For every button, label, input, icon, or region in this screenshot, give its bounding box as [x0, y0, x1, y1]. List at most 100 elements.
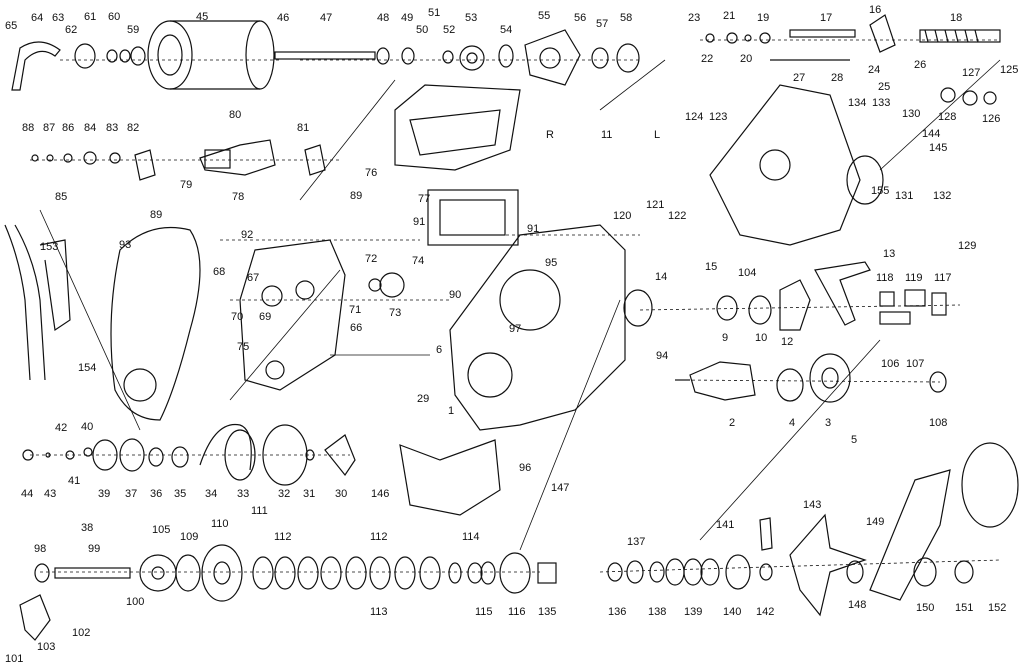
- label-53: 53: [465, 12, 477, 24]
- label-140: 140: [723, 606, 741, 618]
- label-142: 142: [756, 606, 774, 618]
- label-12: 12: [781, 336, 793, 348]
- label-112: 112: [274, 531, 292, 543]
- label-148: 148: [848, 599, 866, 611]
- small-parts-left: [31, 151, 121, 165]
- label-76: 76: [365, 167, 377, 179]
- label-143: 143: [803, 499, 821, 511]
- label-119: 119: [905, 272, 923, 284]
- label-113: 113: [370, 606, 388, 618]
- gears-left-middle: [261, 272, 653, 327]
- part-101-103: [19, 594, 51, 641]
- label-93: 93: [119, 239, 131, 251]
- label-71: 71: [349, 304, 361, 316]
- label-88: 88: [22, 122, 34, 134]
- label-66: 66: [350, 322, 362, 334]
- label-115: 115: [475, 606, 493, 618]
- label-107: 107: [906, 358, 924, 370]
- label-47: 47: [320, 12, 332, 24]
- springs-118-119: [879, 289, 926, 325]
- label-51: 51: [428, 7, 440, 19]
- label-67: 67: [247, 272, 259, 284]
- label-87: 87: [43, 122, 55, 134]
- label-74: 74: [412, 255, 424, 267]
- label-72: 72: [365, 253, 377, 265]
- label-31: 31: [303, 488, 315, 500]
- label-54: 54: [500, 24, 512, 36]
- label-111: 111: [251, 505, 268, 517]
- label-62: 62: [65, 24, 77, 36]
- label-125: 125: [1000, 64, 1018, 76]
- bottom-plate-146: [399, 439, 501, 516]
- right-side-plate-155: [709, 84, 884, 246]
- label-40: 40: [81, 421, 93, 433]
- label-36: 36: [150, 488, 162, 500]
- label-15: 15: [705, 261, 717, 273]
- label-5: 5: [851, 434, 857, 446]
- leader-lines: [39, 59, 1001, 551]
- label-135: 135: [538, 606, 556, 618]
- label-9: 9: [722, 332, 728, 344]
- label-63: 63: [52, 12, 64, 24]
- label-26: 26: [914, 59, 926, 71]
- label-20: 20: [740, 53, 752, 65]
- label-83: 83: [106, 122, 118, 134]
- label-108: 108: [929, 417, 947, 429]
- label-42: 42: [55, 422, 67, 434]
- label-144: 144: [922, 128, 940, 140]
- lever-13: [814, 261, 871, 326]
- small-bearings-top: [74, 43, 640, 73]
- end-cap-3: [809, 353, 851, 403]
- label-103: 103: [37, 641, 55, 653]
- worm-shaft-18: [919, 29, 1001, 43]
- label-106: 106: [881, 358, 899, 370]
- label-139: 139: [684, 606, 702, 618]
- pawl-16: [869, 14, 896, 53]
- label-126: 126: [982, 113, 1000, 125]
- label-61: 61: [84, 11, 96, 23]
- label-34: 34: [205, 488, 217, 500]
- label-37: 37: [125, 488, 137, 500]
- label-117: 117: [934, 272, 952, 284]
- label-65: 65: [5, 20, 17, 32]
- label-91: 91: [413, 216, 425, 228]
- bearings-9-10: [716, 295, 772, 325]
- label-70: 70: [231, 311, 243, 323]
- label-152: 152: [988, 602, 1006, 614]
- label-129: 129: [958, 240, 976, 252]
- label-130: 130: [902, 108, 920, 120]
- label-28: 28: [831, 72, 843, 84]
- shaft-17: [770, 29, 856, 61]
- label-49: 49: [401, 12, 413, 24]
- label-33: 33: [237, 488, 249, 500]
- label-141: 141: [716, 519, 734, 531]
- label-29: 29: [417, 393, 429, 405]
- label-24: 24: [868, 64, 880, 76]
- label-44: 44: [21, 488, 33, 500]
- label-154: 154: [78, 362, 96, 374]
- label-21: 21: [723, 10, 735, 22]
- label-48: 48: [377, 12, 389, 24]
- label-150: 150: [916, 602, 934, 614]
- label-10: 10: [755, 332, 767, 344]
- label-6: 6: [436, 344, 442, 356]
- label-32: 32: [278, 488, 290, 500]
- label-18: 18: [950, 12, 962, 24]
- label-41: 41: [68, 475, 80, 487]
- frame-cover-76: [394, 84, 521, 171]
- label-13: 13: [883, 248, 895, 260]
- part-number-labels: 65 64 63 62 61 60 59 45 46 47 48 49 50 5…: [5, 4, 1018, 665]
- label-153: 153: [40, 241, 58, 253]
- label-127: 127: [962, 67, 980, 79]
- circuit-board-77: [427, 189, 519, 246]
- label-146: 146: [371, 488, 389, 500]
- o-ring-4: [776, 368, 804, 402]
- label-105: 105: [152, 524, 170, 536]
- label-43: 43: [44, 488, 56, 500]
- label-98: 98: [34, 543, 46, 555]
- pawl-82: [134, 149, 156, 181]
- label-110: 110: [211, 518, 229, 530]
- label-56: 56: [574, 12, 586, 24]
- label-77: 77: [418, 193, 430, 205]
- label-R: R: [546, 129, 554, 141]
